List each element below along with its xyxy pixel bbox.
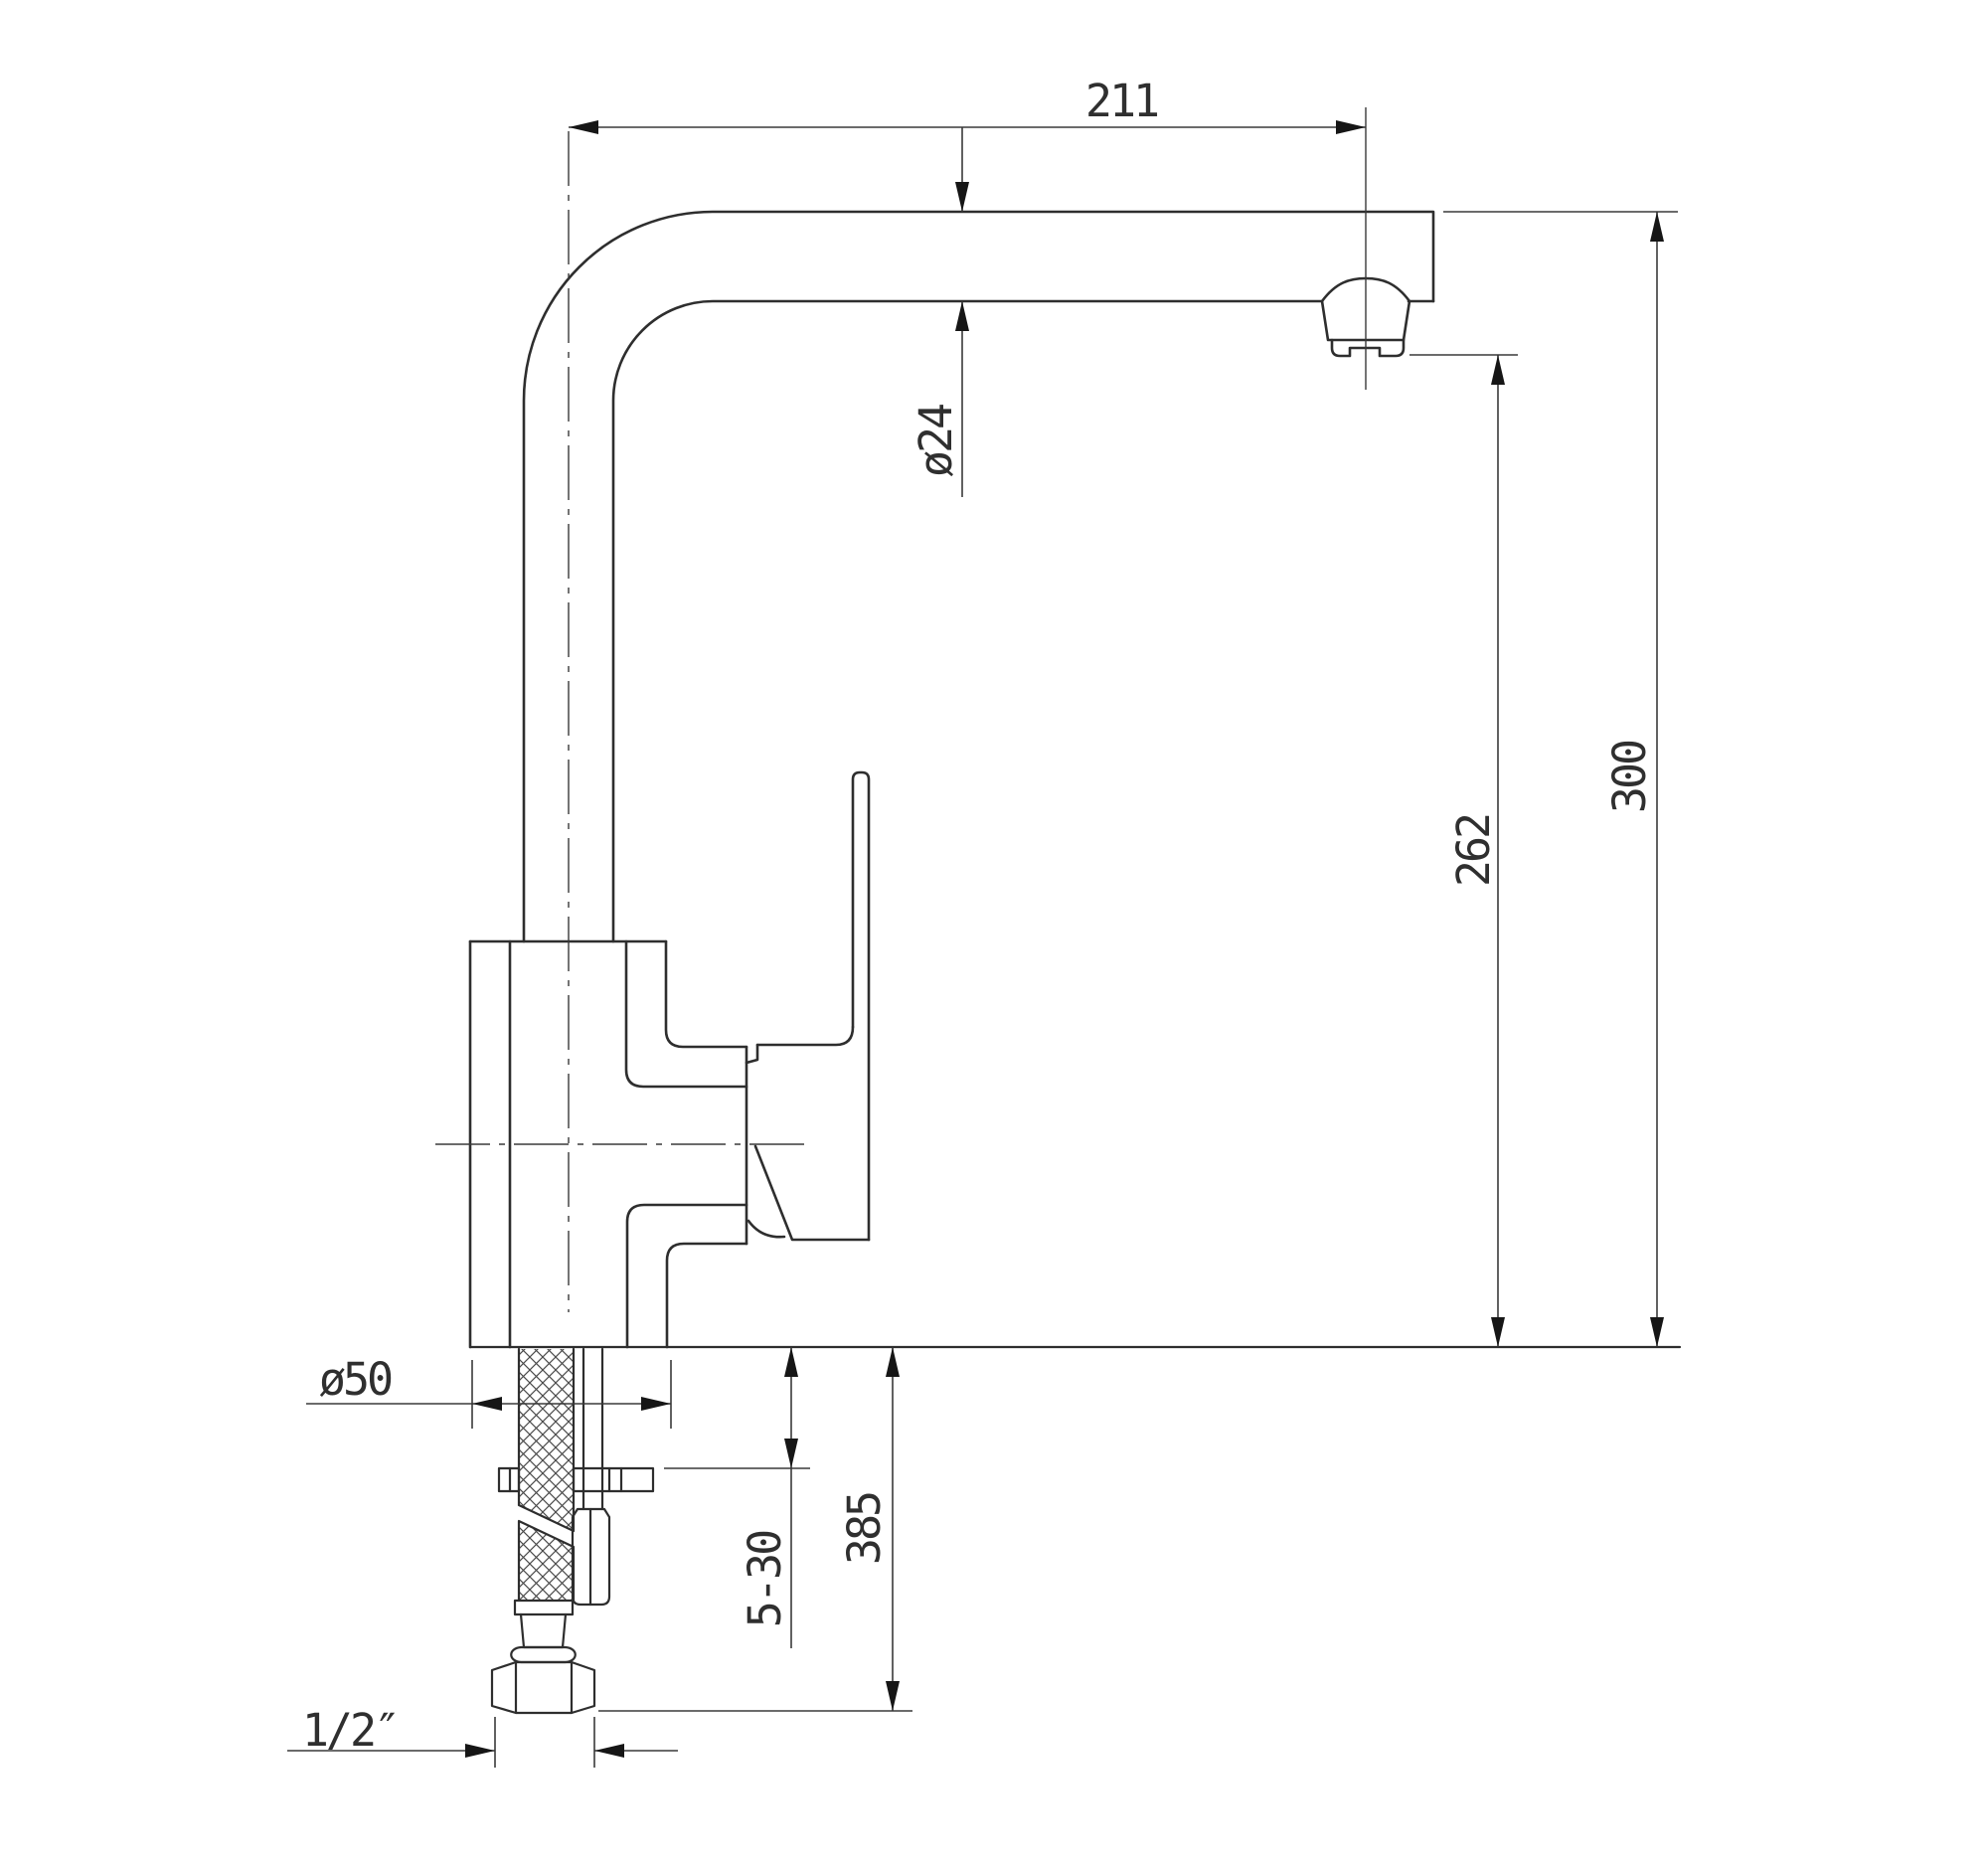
spout-outer-contour xyxy=(522,210,1435,943)
supply-hose xyxy=(517,1347,576,1603)
hose-end-fitting xyxy=(510,1599,577,1664)
dimension-spout-clearance: 262 xyxy=(1409,354,1518,1347)
dimension-base-diameter: ø50 xyxy=(306,1353,672,1429)
washer-plate xyxy=(497,1466,655,1493)
dimension-counter-thickness: 5-30 xyxy=(664,1347,810,1648)
dim-label-o24: ø24 xyxy=(910,405,962,477)
dim-label-300: 300 xyxy=(1603,741,1656,813)
faucet-outline xyxy=(468,210,1435,1349)
handle-lever xyxy=(745,770,871,1242)
dimension-overall-height: 300 xyxy=(1443,211,1678,1347)
dimension-thread-size: 1/2″ xyxy=(287,1704,678,1768)
dim-label-385: 385 xyxy=(838,1493,891,1565)
dim-label-half-inch: 1/2″ xyxy=(302,1704,398,1757)
mounting-stud xyxy=(571,1347,611,1607)
dim-label-262: 262 xyxy=(1447,815,1500,887)
spout-inner-contour xyxy=(611,299,1324,943)
dim-label-211: 211 xyxy=(1085,75,1158,127)
dim-label-5-30: 5-30 xyxy=(739,1531,791,1627)
dimension-spout-diameter: ø24 xyxy=(910,127,969,497)
below-counter-assembly xyxy=(490,1347,655,1715)
dimension-below-counter-length: 385 xyxy=(598,1347,912,1712)
connection-nut xyxy=(490,1660,596,1715)
dimension-spout-reach: 211 xyxy=(569,75,1366,134)
dim-label-o50: ø50 xyxy=(319,1353,392,1406)
